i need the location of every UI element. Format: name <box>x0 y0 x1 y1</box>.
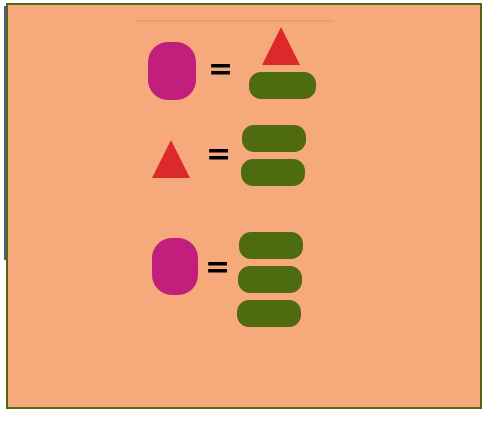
green-bar <box>249 72 316 99</box>
green-bar <box>239 232 303 259</box>
equation-2 <box>152 125 306 186</box>
equation-1 <box>148 27 316 100</box>
equation-3 <box>152 232 303 327</box>
equals-sign-1: = <box>208 52 234 87</box>
green-bar <box>241 159 305 186</box>
red-triangle <box>262 27 300 65</box>
equals-sign-2: = <box>206 137 232 172</box>
magenta-rounded-square <box>148 42 196 100</box>
red-triangle <box>152 140 190 178</box>
green-bar <box>237 300 301 327</box>
equals-sign-3: = <box>205 250 231 285</box>
background-panel <box>6 3 482 409</box>
green-bar <box>242 125 306 152</box>
green-bar <box>238 266 302 293</box>
magenta-rounded-square <box>152 238 198 295</box>
